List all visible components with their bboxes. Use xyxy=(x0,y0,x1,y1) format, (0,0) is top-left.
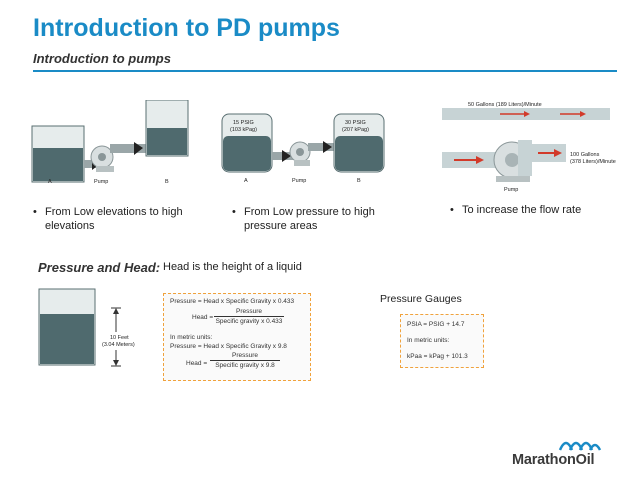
bottom-flow-label: 100 Gallons xyxy=(570,152,600,158)
gauge-formula-kpaa: kPaa = kPag + 101.3 xyxy=(407,353,468,360)
label-a: A xyxy=(244,178,248,184)
bullet-dot: • xyxy=(232,206,236,218)
tank-height-metric: (3.04 Meters) xyxy=(102,342,135,348)
gauge-formula-psia: PSIA = PSIG + 14.7 xyxy=(407,321,465,328)
label-pump: Pump xyxy=(292,178,306,184)
metric-units-label: In metric units: xyxy=(170,334,213,341)
label-a: A xyxy=(48,179,52,185)
tank1-pressure-metric: (103 kPag) xyxy=(230,127,257,133)
bullet-dot: • xyxy=(33,206,37,218)
title-rule xyxy=(33,70,617,72)
tank-height-label: 10 Feet xyxy=(110,335,129,341)
head-label: Head = xyxy=(192,314,214,321)
bullet-dot: • xyxy=(450,204,454,216)
formula-box: Pressure = Head x Specific Gravity x 0.4… xyxy=(163,293,311,381)
slide-subtitle: Introduction to pumps xyxy=(33,51,171,66)
marathon-oil-logo-icon xyxy=(558,441,602,451)
fraction-line xyxy=(210,360,280,361)
bullet-text: To increase the flow rate xyxy=(462,204,582,216)
tank2-pressure-metric: (207 kPag) xyxy=(342,127,369,133)
slide-title: Introduction to PD pumps xyxy=(33,14,340,42)
bullet-text-2: pressure areas xyxy=(244,220,318,232)
bullet-elevation: • From Low elevations to high elevations xyxy=(33,205,213,233)
label-pump: Pump xyxy=(504,187,518,193)
formula-pressure-metric: Pressure = Head x Specific Gravity x 9.8 xyxy=(170,343,287,350)
pressure-diagram: 15 PSIG (103 kPag) 30 PSIG (207 kPag) A … xyxy=(221,113,385,184)
section-text: Head is the height of a liquid xyxy=(163,261,302,273)
head-fraction: Pressure Specific gravity x 0.433 xyxy=(214,308,284,325)
marathon-oil-logo-text: MarathonOil xyxy=(512,452,595,468)
fraction-denominator: Specific gravity x 0.433 xyxy=(215,318,283,325)
bullet-flow-rate: • To increase the flow rate xyxy=(450,203,620,217)
tank1-pressure-label: 15 PSIG xyxy=(233,120,254,126)
fraction-numerator: Pressure xyxy=(235,308,262,315)
bottom-flow-metric: (378 Liters)/Minute xyxy=(570,159,616,165)
fraction-line xyxy=(214,316,284,317)
bullet-text: From Low pressure to high xyxy=(244,206,375,218)
section-heading: Pressure and Head: xyxy=(38,260,161,275)
bullet-text: From Low elevations to high xyxy=(45,206,183,218)
label-b: B xyxy=(165,179,169,185)
top-flow-label: 50 Gallons (189 Liters)/Minute xyxy=(468,102,542,108)
head-fraction-metric: Pressure Specific gravity x 9.8 xyxy=(210,352,280,369)
tank2-pressure-label: 30 PSIG xyxy=(345,120,366,126)
gauge-formula-box: PSIA = PSIG + 14.7 In metric units: kPaa… xyxy=(400,314,484,368)
bullet-text-2: elevations xyxy=(45,220,95,232)
head-label-metric: Head = xyxy=(186,360,208,367)
gauge-metric-label: In metric units: xyxy=(407,337,450,344)
head-tank-diagram: 10 Feet (3.04 Meters) xyxy=(38,288,146,367)
fraction-numerator: Pressure xyxy=(231,352,258,359)
pressure-gauges-label: Pressure Gauges xyxy=(380,293,462,305)
elevation-diagram: A Pump B xyxy=(31,100,189,185)
formula-pressure: Pressure = Head x Specific Gravity x 0.4… xyxy=(170,298,295,305)
label-pump: Pump xyxy=(94,179,108,185)
label-b: B xyxy=(357,178,361,184)
bullet-pressure: • From Low pressure to high pressure area… xyxy=(232,205,412,233)
flow-rate-diagram: 50 Gallons (189 Liters)/Minute 100 Gallo… xyxy=(442,102,616,193)
fraction-denominator: Specific gravity x 9.8 xyxy=(215,362,275,369)
